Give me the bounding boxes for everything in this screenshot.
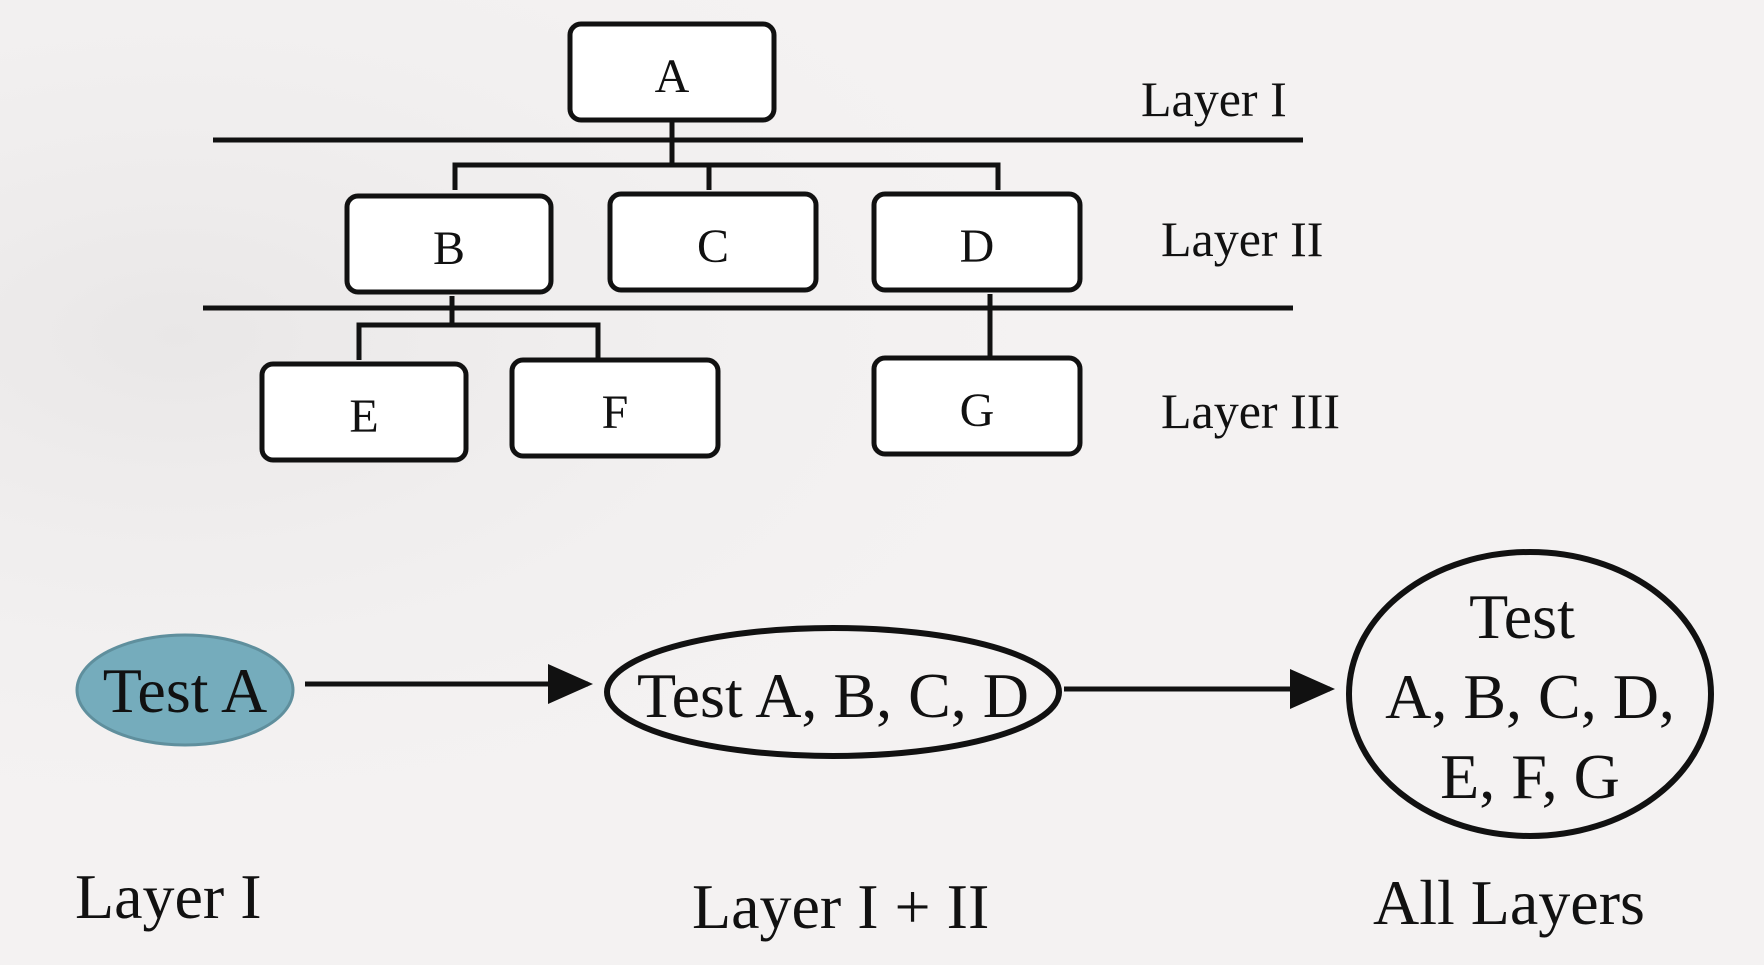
tree-connectors xyxy=(356,122,1001,360)
caption-layer-1: Layer I xyxy=(75,861,262,932)
node-g-label: G xyxy=(960,384,995,437)
layer-label-3: Layer III xyxy=(1161,383,1340,439)
connector-layer3-bus xyxy=(356,322,601,360)
test-a-ellipse xyxy=(75,633,295,747)
node-a-label: A xyxy=(655,50,690,103)
test-all-ellipse xyxy=(1346,549,1714,839)
test-a-label: Test A xyxy=(103,655,267,726)
node-b-box xyxy=(344,193,554,295)
node-e-label: E xyxy=(349,390,378,443)
test-all-line1: Test xyxy=(1469,581,1575,652)
node-c-box xyxy=(607,191,819,293)
node-f-label: F xyxy=(602,386,629,439)
node-g-box xyxy=(871,355,1083,457)
caption-layer-1-2: Layer I + II xyxy=(692,871,989,942)
node-d-box xyxy=(871,191,1083,293)
test-abcd-label: Test A, B, C, D xyxy=(637,660,1029,731)
caption-all-layers: All Layers xyxy=(1373,867,1645,938)
test-all-line2: A, B, C, D, xyxy=(1385,661,1675,732)
node-d-label: D xyxy=(960,220,995,273)
test-all-line3: E, F, G xyxy=(1440,741,1620,812)
node-a-box xyxy=(567,21,777,123)
connector-layer2-bus xyxy=(452,162,1001,190)
test-abcd-ellipse xyxy=(604,625,1062,759)
layer-label-1: Layer I xyxy=(1141,71,1287,127)
node-f-box xyxy=(509,357,721,459)
node-c-label: C xyxy=(697,220,729,273)
layer-label-2: Layer II xyxy=(1161,211,1323,267)
node-b-label: B xyxy=(433,222,465,275)
node-e-box xyxy=(259,361,469,463)
